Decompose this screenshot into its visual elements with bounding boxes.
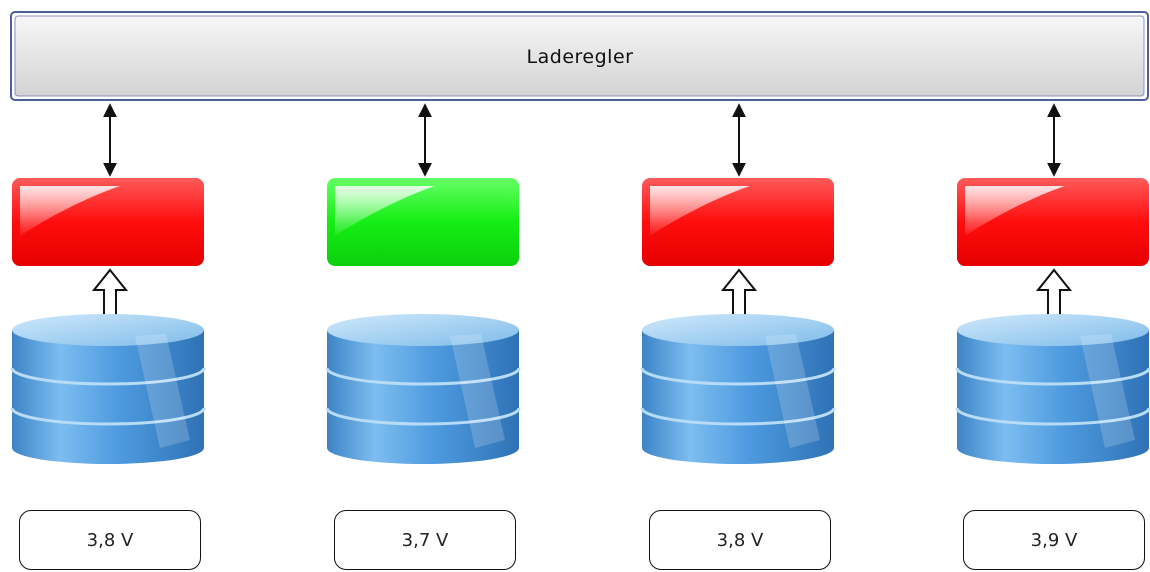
cell-module-1 xyxy=(10,103,206,464)
balancer-green xyxy=(327,178,519,266)
voltage-label-2: 3,7 V xyxy=(334,510,516,570)
charge-controller: Laderegler xyxy=(10,11,1149,101)
hollow-up-arrow xyxy=(91,268,129,317)
charge-controller-label: Laderegler xyxy=(527,46,634,68)
battery-cell-stack xyxy=(640,314,836,464)
balancer-red xyxy=(12,178,204,266)
voltage-label-3: 3,8 V xyxy=(649,510,831,570)
battery-cell-stack xyxy=(325,314,521,464)
battery-cell-stack xyxy=(10,314,206,464)
battery-cell-stack xyxy=(955,314,1150,464)
hollow-up-arrow xyxy=(1035,268,1073,317)
hollow-up-arrow xyxy=(720,268,758,317)
cell-module-4 xyxy=(955,103,1150,464)
cell-module-2 xyxy=(325,103,521,464)
cell-module-3 xyxy=(640,103,836,464)
balancer-red xyxy=(957,178,1149,266)
voltage-label-1: 3,8 V xyxy=(19,510,201,570)
balancer-red xyxy=(642,178,834,266)
voltage-label-4: 3,9 V xyxy=(963,510,1145,570)
